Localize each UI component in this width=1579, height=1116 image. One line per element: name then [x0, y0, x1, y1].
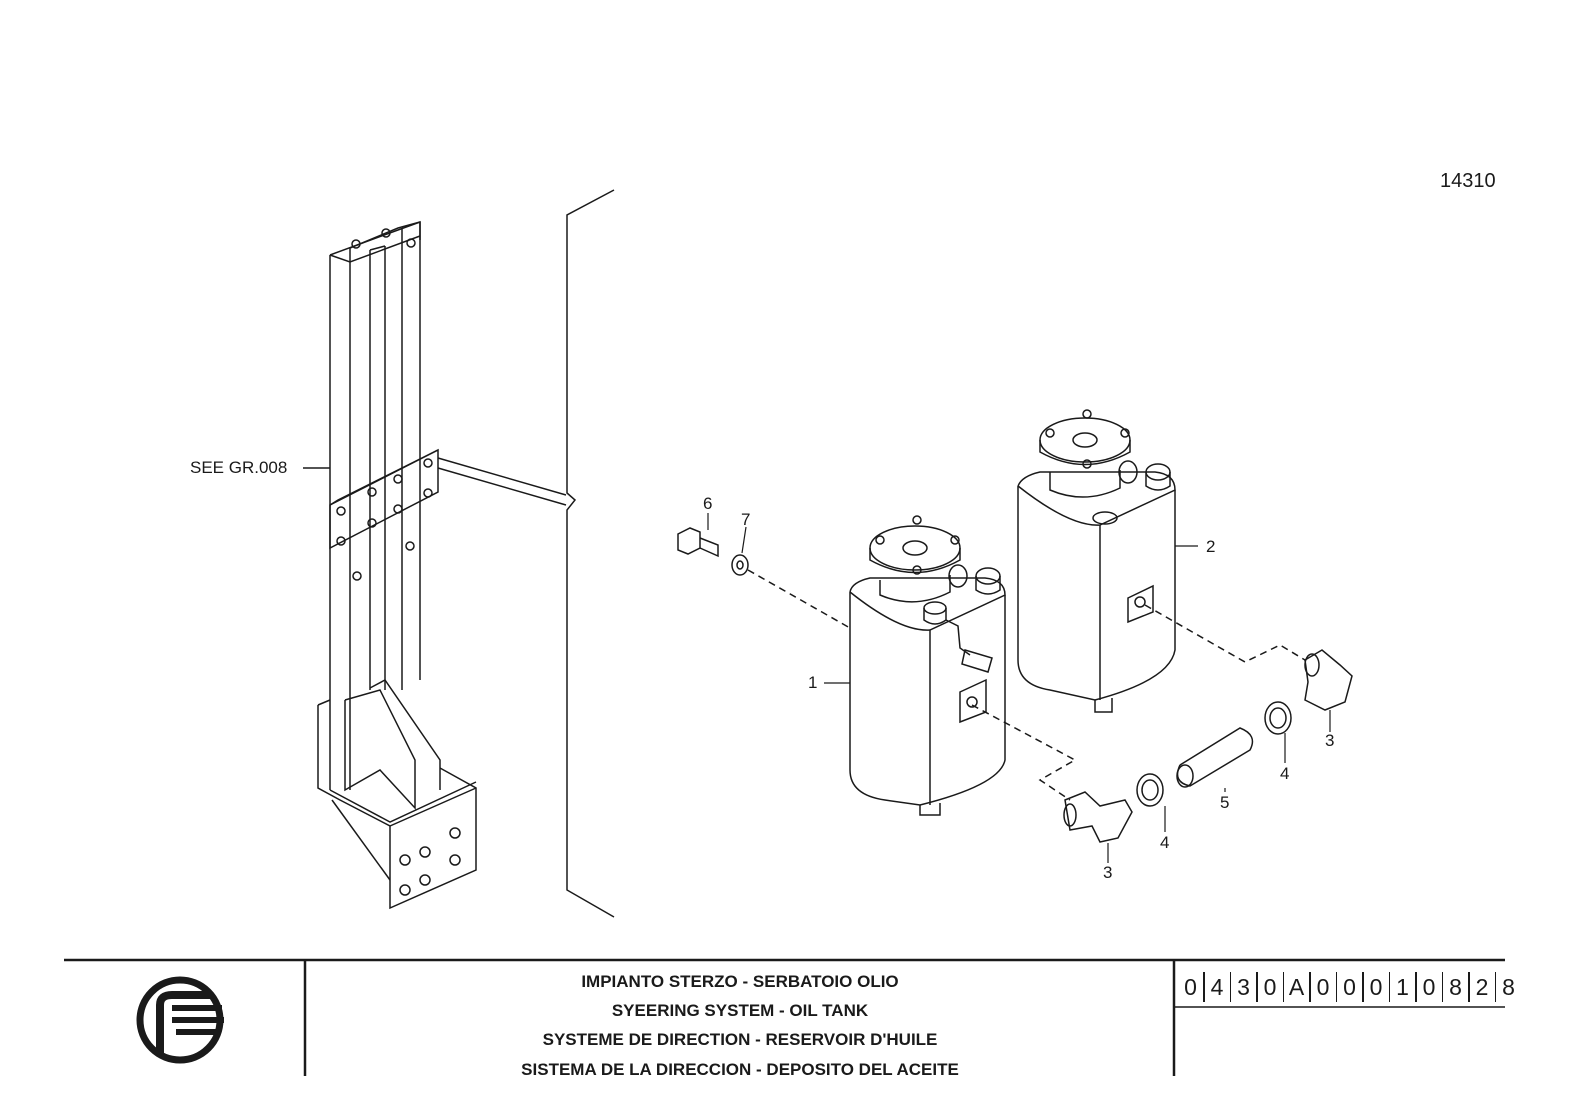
part-code-char: 0 — [1184, 974, 1197, 1000]
part-code-char: 8 — [1502, 974, 1515, 1000]
manufacturer-logo-icon — [136, 976, 224, 1064]
callout-4-lower: 4 — [1160, 833, 1170, 852]
title-english: SYEERING SYSTEM - OIL TANK — [611, 1001, 869, 1020]
callout-4-upper: 4 — [1280, 764, 1290, 783]
part-code-char: 0 — [1316, 974, 1330, 1000]
break-line — [566, 189, 615, 918]
oil-tank-1 — [849, 515, 1006, 816]
title-italian: IMPIANTO STERZO - SERBATOIO OLIO — [581, 972, 899, 991]
reference-label: SEE GR.008 — [190, 458, 288, 477]
part-code-char: 0 — [1263, 974, 1277, 1000]
sheet-number: 14310 — [1440, 170, 1496, 192]
part-code: 0 4 3 0 A 0 0 0 1 0 8 2 8 — [1178, 972, 1521, 1002]
callout-7: 7 — [741, 510, 751, 529]
part-code-char: 0 — [1369, 974, 1383, 1000]
callout-3-lower: 3 — [1103, 863, 1113, 882]
callout-2: 2 — [1206, 537, 1216, 556]
title-block-frame — [64, 958, 1505, 1076]
fittings — [677, 527, 1353, 843]
oil-tank-2 — [1017, 409, 1176, 713]
callout-3-upper: 3 — [1325, 731, 1335, 750]
part-code-char: 2 — [1475, 974, 1489, 1000]
callout-leaders — [707, 513, 1331, 863]
part-code-char: 0 — [1422, 974, 1436, 1000]
part-code-char: 1 — [1396, 974, 1409, 1000]
title-french: SYSTEME DE DIRECTION - RESERVOIR D'HUILE — [542, 1030, 938, 1049]
part-code-char: 0 — [1343, 974, 1356, 1000]
callout-5: 5 — [1220, 793, 1230, 812]
frame-side-member — [317, 220, 567, 910]
part-code-char: 3 — [1237, 974, 1250, 1000]
callout-6: 6 — [703, 494, 713, 513]
callout-1: 1 — [808, 673, 818, 692]
part-code-char: 8 — [1449, 974, 1462, 1000]
title-spanish: SISTEMA DE LA DIRECCION - DEPOSITO DEL A… — [521, 1060, 959, 1079]
part-code-char: A — [1288, 974, 1305, 1000]
flow-lines — [747, 569, 1306, 801]
part-code-char: 4 — [1210, 974, 1224, 1000]
